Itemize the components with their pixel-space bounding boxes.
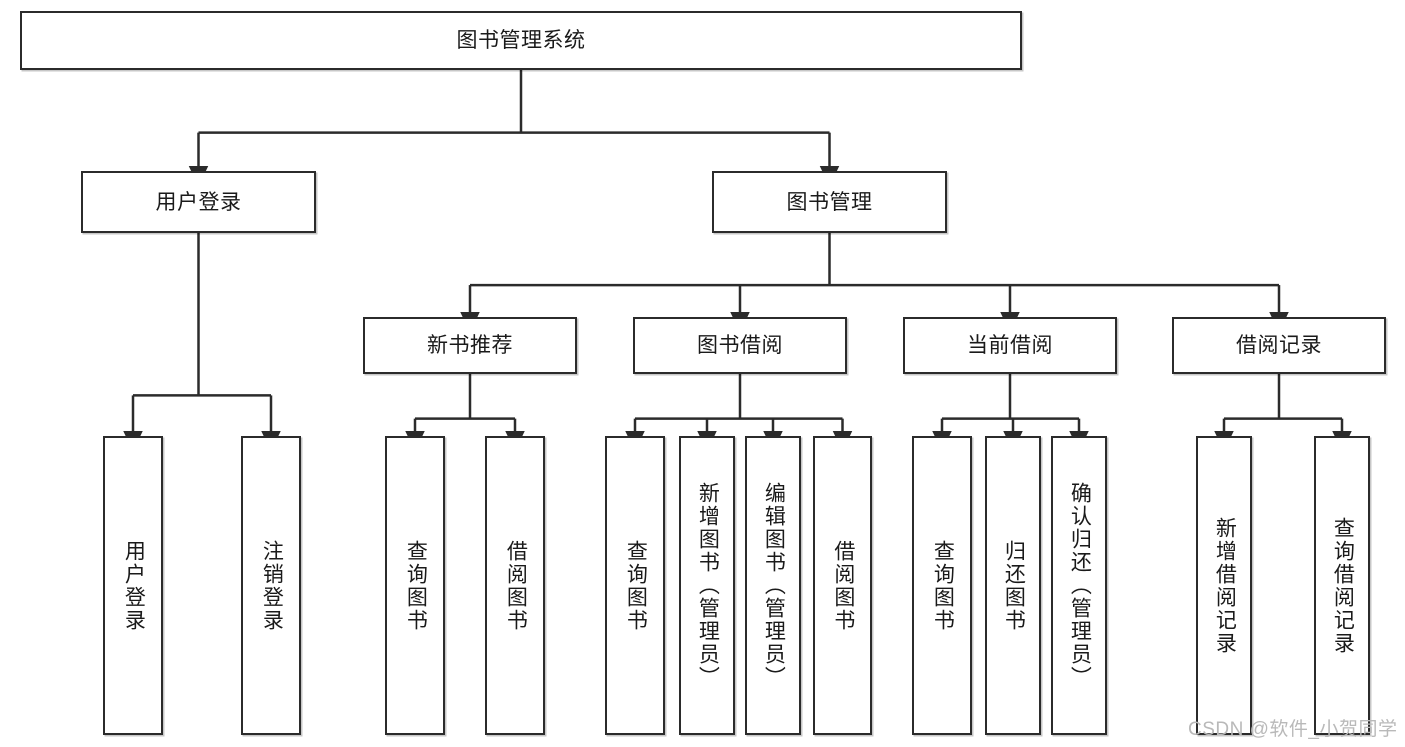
node-label: 图书借阅 <box>697 334 783 357</box>
node-root[interactable]: 图书管理系统 <box>20 11 1022 70</box>
node-leaf-return-book[interactable]: 归还图书 <box>985 436 1041 735</box>
node-label: 编辑图书（管理员） <box>762 482 786 689</box>
node-label: 用户登录 <box>155 190 242 214</box>
node-label: 图书管理系统 <box>456 29 586 52</box>
node-leaf-borrow-book-2[interactable]: 借阅图书 <box>813 436 872 735</box>
node-label: 查询图书 <box>404 539 428 632</box>
node-leaf-edit-book-admin[interactable]: 编辑图书（管理员） <box>745 436 801 735</box>
node-label: 新增借阅记录 <box>1213 516 1237 655</box>
node-label: 新增图书（管理员） <box>696 482 720 689</box>
node-leaf-query-book-2[interactable]: 查询图书 <box>605 436 665 735</box>
node-current-borrow[interactable]: 当前借阅 <box>903 317 1117 374</box>
node-label: 借阅图书 <box>831 539 855 632</box>
node-leaf-add-book-admin[interactable]: 新增图书（管理员） <box>679 436 735 735</box>
node-borrow-records[interactable]: 借阅记录 <box>1172 317 1386 374</box>
node-leaf-logout[interactable]: 注销登录 <box>241 436 301 735</box>
node-label: 新书推荐 <box>427 334 513 357</box>
node-leaf-confirm-return-admin[interactable]: 确认归还（管理员） <box>1051 436 1107 735</box>
node-book-management[interactable]: 图书管理 <box>712 171 947 233</box>
node-leaf-query-book-3[interactable]: 查询图书 <box>912 436 972 735</box>
node-leaf-add-borrow-record[interactable]: 新增借阅记录 <box>1196 436 1252 735</box>
node-label: 图书管理 <box>786 190 873 214</box>
node-leaf-query-borrow-record[interactable]: 查询借阅记录 <box>1314 436 1370 735</box>
node-leaf-user-login[interactable]: 用户登录 <box>103 436 163 735</box>
node-label: 查询借阅记录 <box>1331 516 1355 655</box>
node-new-book-recommend[interactable]: 新书推荐 <box>363 317 577 374</box>
node-label: 借阅图书 <box>504 539 528 632</box>
node-leaf-borrow-book-1[interactable]: 借阅图书 <box>485 436 545 735</box>
node-label: 注销登录 <box>260 539 284 632</box>
watermark-text: CSDN @软件_小贺同学 <box>1188 719 1398 740</box>
node-label: 归还图书 <box>1002 539 1026 632</box>
node-label: 借阅记录 <box>1236 334 1322 357</box>
node-user-login[interactable]: 用户登录 <box>81 171 316 233</box>
node-book-borrow[interactable]: 图书借阅 <box>633 317 847 374</box>
node-label: 确认归还（管理员） <box>1068 482 1092 689</box>
node-label: 用户登录 <box>122 539 146 632</box>
node-label: 查询图书 <box>931 539 955 632</box>
node-label: 查询图书 <box>624 539 648 632</box>
node-leaf-query-book-1[interactable]: 查询图书 <box>385 436 445 735</box>
node-label: 当前借阅 <box>967 334 1053 357</box>
